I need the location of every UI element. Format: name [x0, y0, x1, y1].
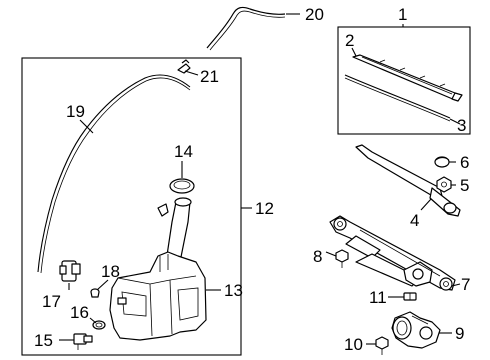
wiper-linkage	[329, 215, 456, 291]
wiper-refill-strip	[344, 74, 451, 122]
callout-10: 10	[344, 335, 363, 354]
callout-15: 15	[34, 331, 53, 350]
washer-pump-connector	[59, 260, 81, 282]
pivot-cap	[434, 156, 450, 168]
callout-2: 2	[345, 31, 354, 50]
washer-hose-long	[37, 74, 191, 274]
callout-12: 12	[255, 199, 274, 218]
callout-3: 3	[457, 116, 466, 135]
callout-4: 4	[410, 211, 419, 230]
callout-numbers: 20 21 19 14 12 13 18 17 16 15 1 2 3 6 5 …	[34, 5, 470, 354]
callout-1: 1	[398, 5, 407, 24]
callout-9: 9	[455, 324, 464, 343]
callout-19: 19	[66, 102, 85, 121]
linkage-clip	[403, 292, 417, 301]
pivot-nut	[436, 176, 452, 193]
callout-16: 16	[70, 303, 89, 322]
level-sensor	[73, 333, 93, 350]
callout-21: 21	[200, 67, 219, 86]
wiper-arm	[355, 144, 461, 217]
wiper-motor	[391, 311, 441, 349]
callout-8: 8	[313, 247, 322, 266]
filler-cap	[169, 178, 195, 194]
callout-6: 6	[460, 153, 469, 172]
grommet-clip	[90, 288, 100, 298]
hose-clip	[177, 59, 191, 74]
washer-reservoir	[109, 197, 207, 341]
callout-20: 20	[305, 5, 324, 24]
reservoir-group-box	[21, 57, 242, 356]
leader-lines	[59, 13, 461, 345]
callout-7: 7	[461, 275, 470, 294]
wiper-blade-group-box	[337, 26, 471, 135]
wiper-blade	[352, 54, 463, 102]
callout-18: 18	[101, 262, 120, 281]
callout-11: 11	[369, 288, 387, 307]
washer-hose-top	[206, 6, 286, 51]
callout-14: 14	[174, 142, 193, 161]
mounting-bolt	[335, 249, 349, 268]
callout-5: 5	[460, 176, 469, 195]
motor-bolt	[375, 336, 389, 355]
callout-17: 17	[42, 292, 61, 311]
callout-13: 13	[224, 281, 243, 300]
